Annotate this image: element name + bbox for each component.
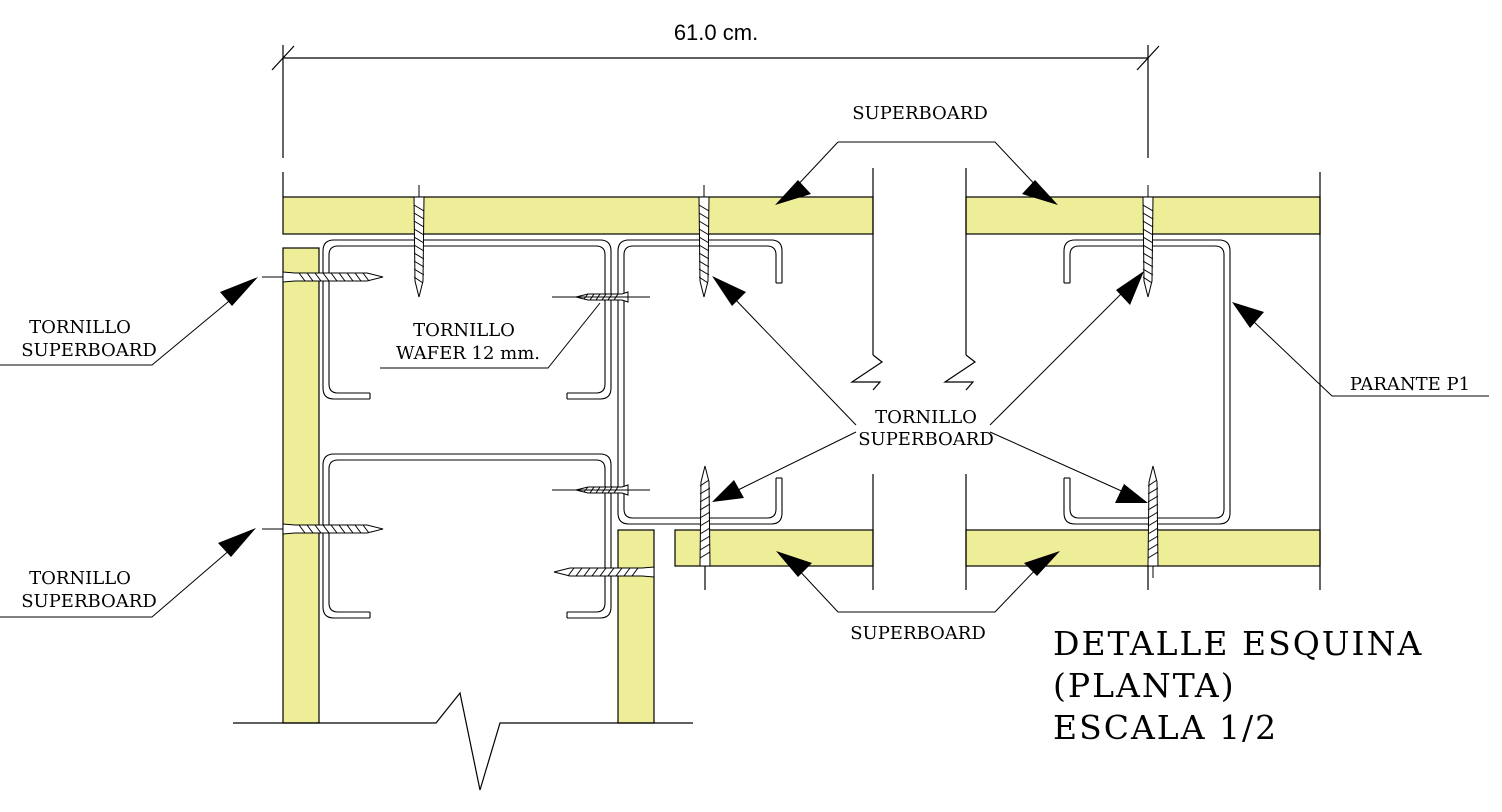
label-wafer-b: WAFER 12 mm. — [396, 343, 540, 364]
leaders — [0, 141, 1489, 618]
vertical-board-left — [282, 247, 320, 724]
dimension-label: 61.0 cm. — [674, 20, 758, 45]
label-tornillo-left-1-b: SUPERBOARD — [21, 340, 157, 361]
label-parante: PARANTE P1 — [1350, 374, 1470, 395]
screw-top-3 — [1142, 184, 1154, 298]
label-superboard-top: SUPERBOARD — [852, 103, 988, 124]
steel-studs — [322, 239, 1231, 619]
title-line-3: ESCALA 1/2 — [1053, 708, 1278, 747]
screw-right-board — [553, 566, 655, 578]
label-tornillo-left-1-a: TORNILLO — [29, 317, 131, 338]
labels: SUPERBOARD SUPERBOARD TORNILLO SUPERBOAR… — [21, 103, 1470, 644]
screw-left-1 — [282, 271, 384, 283]
screw-bottom-1 — [699, 465, 711, 579]
label-tornillo-left-2-a: TORNILLO — [29, 568, 131, 589]
top-board-left — [282, 196, 874, 235]
label-tornillo-left-2-b: SUPERBOARD — [21, 591, 157, 612]
bottom-board-right — [965, 529, 1321, 567]
screw-top-1 — [413, 184, 425, 298]
break-lines — [233, 168, 1321, 791]
screws — [262, 184, 1159, 579]
screw-left-2 — [282, 523, 384, 535]
vertical-board-right — [617, 529, 655, 724]
title-line-1: DETALLE ESQUINA — [1053, 624, 1423, 663]
dimension-line: 61.0 cm. — [271, 20, 1160, 158]
screw-bottom-2 — [1147, 465, 1159, 579]
title-line-2: (PLANTA) — [1053, 666, 1236, 705]
label-superboard-bottom: SUPERBOARD — [850, 623, 986, 644]
screw-top-2 — [698, 184, 710, 298]
drawing-title: DETALLE ESQUINA (PLANTA) ESCALA 1/2 — [1053, 624, 1423, 747]
label-tornillo-center-a: TORNILLO — [875, 407, 977, 428]
label-tornillo-center-b: SUPERBOARD — [858, 429, 994, 450]
label-wafer-a: TORNILLO — [413, 320, 515, 341]
